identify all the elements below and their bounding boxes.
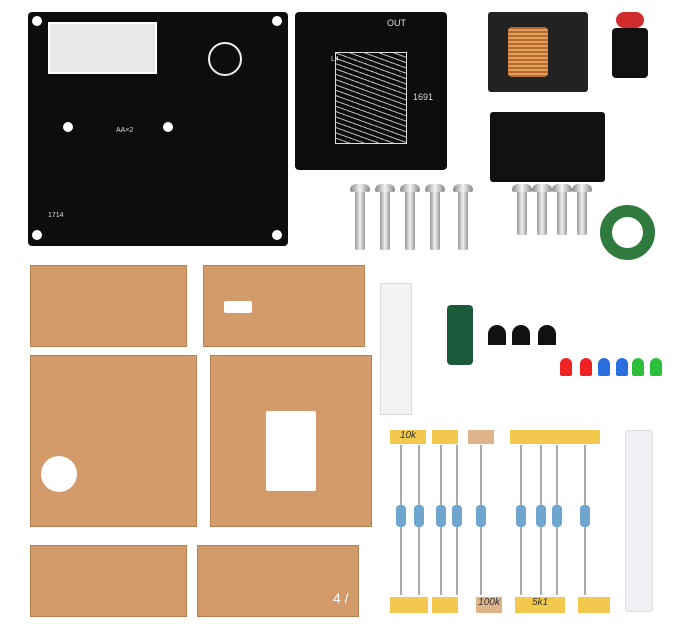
insulating-sheet — [380, 283, 412, 415]
resistor — [436, 445, 446, 595]
transistor — [538, 325, 556, 345]
page-indicator: 4 / — [333, 590, 349, 606]
resistor — [516, 445, 526, 595]
lcd-window — [48, 22, 157, 74]
screw-icon — [350, 184, 370, 250]
led — [616, 358, 628, 376]
mounting-hole — [272, 230, 282, 240]
board-id: 1714 — [48, 212, 64, 219]
resistor — [396, 445, 406, 595]
resistor-tag: 100k — [476, 597, 502, 613]
battery-holder — [490, 112, 605, 182]
screw-icon — [532, 184, 552, 235]
screw-icon — [572, 184, 592, 235]
mounting-hole — [163, 122, 173, 132]
toroid-inductor — [600, 205, 655, 260]
transistor — [512, 325, 530, 345]
resistor — [536, 445, 546, 595]
heat-shrink-tube — [625, 430, 653, 612]
coil-outline — [335, 52, 407, 144]
led — [598, 358, 610, 376]
mounting-hole — [32, 16, 42, 26]
resistor-tag — [432, 597, 458, 613]
mounting-hole — [63, 122, 73, 132]
led — [580, 358, 592, 376]
mounting-hole — [266, 411, 316, 491]
capacitor-footprint — [208, 42, 242, 76]
mounting-hole — [272, 16, 282, 26]
acrylic-bottom-panel — [30, 355, 197, 527]
screw-icon — [425, 184, 445, 250]
led — [632, 358, 644, 376]
acrylic-side-panel — [203, 265, 365, 347]
board-id: 1691 — [413, 92, 434, 102]
resistor-tag — [468, 430, 494, 444]
led — [560, 358, 572, 376]
screw-icon — [512, 184, 532, 235]
resistor — [452, 445, 462, 595]
resistor — [580, 445, 590, 595]
out-label: OUT — [387, 18, 406, 28]
acrylic-side-panel — [30, 545, 187, 617]
mounting-hole — [41, 456, 77, 492]
screw-icon — [552, 184, 572, 235]
acrylic-side-panel — [30, 265, 187, 347]
resistor — [414, 445, 424, 595]
led — [650, 358, 662, 376]
resistor-tag — [390, 597, 428, 613]
resistor-tag — [578, 597, 610, 613]
ferrite-coil — [488, 12, 588, 92]
resistor-tag — [510, 430, 600, 444]
mounting-hole — [224, 301, 252, 313]
transformer-pcb: OUT L4 1691 — [295, 12, 447, 170]
resistor-tag — [432, 430, 458, 444]
electrolytic-capacitor — [447, 305, 473, 365]
resistor-tag: 5k1 — [515, 597, 565, 613]
acrylic-side-panel — [197, 545, 359, 617]
push-button — [612, 12, 648, 102]
acrylic-top-panel — [210, 355, 372, 527]
resistor — [476, 445, 486, 595]
mounting-hole — [32, 230, 42, 240]
main-pcb: AA×2 1714 — [28, 12, 288, 246]
screw-icon — [400, 184, 420, 250]
transistor — [488, 325, 506, 345]
screw-icon — [375, 184, 395, 250]
screw-icon — [453, 184, 473, 250]
coil-label: L4 — [331, 56, 339, 63]
resistor — [552, 445, 562, 595]
battery-label: AA×2 — [116, 127, 134, 134]
resistor-tag: 10k — [390, 430, 426, 444]
